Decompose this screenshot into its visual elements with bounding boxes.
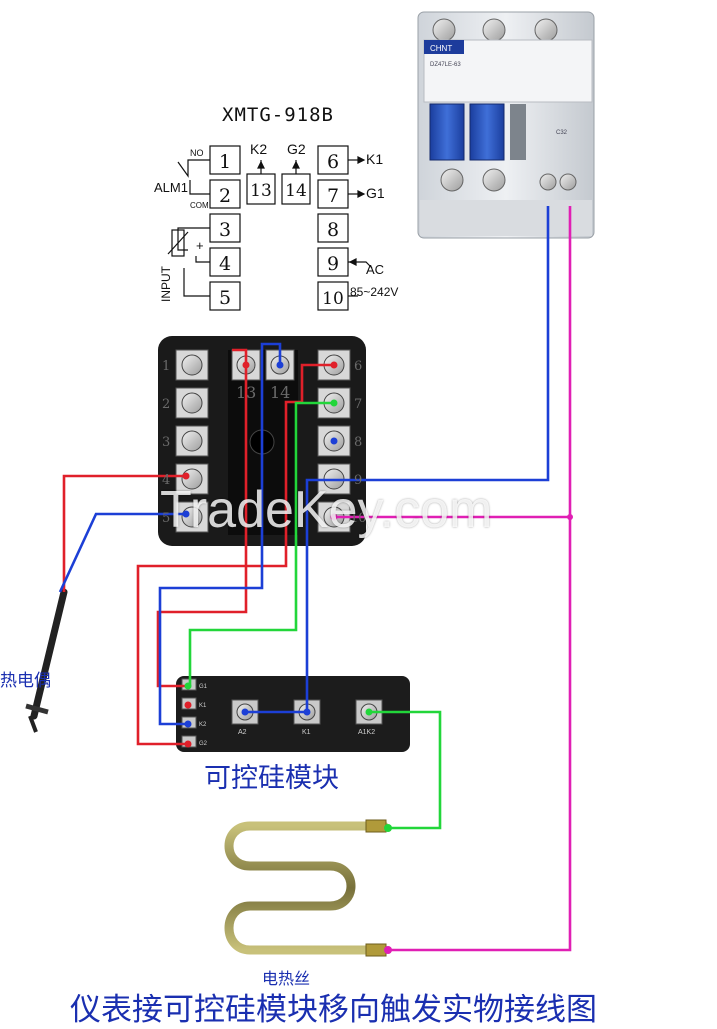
block-number: 14	[270, 383, 290, 402]
terminal-5: 5	[219, 287, 231, 309]
block-number: 1	[162, 359, 170, 374]
schematic-text: 1 2 3 4 5 13 14 6 7 8 9 10	[219, 151, 344, 309]
module-terminal-k1: K1	[302, 729, 311, 736]
ac-label: AC	[366, 262, 384, 277]
breaker-model: DZ47LE-63	[430, 62, 461, 68]
breaker-brand: CHNT	[430, 44, 452, 53]
controller-model-title: XMTG-918B	[222, 104, 334, 126]
input-label: INPUT	[159, 265, 173, 302]
k1-label: K1	[366, 151, 383, 167]
block-number: 4	[162, 473, 170, 488]
terminal-8: 8	[327, 219, 339, 241]
terminal-10: 10	[322, 289, 344, 309]
terminal-4: 4	[219, 253, 231, 275]
module-labels: A2 K1 A1K2 G1 K1 K2 G2	[199, 684, 375, 747]
block-number: 2	[162, 397, 170, 412]
g2-label: G2	[287, 141, 306, 157]
terminal-6: 6	[327, 151, 339, 173]
voltage-label: 85~242V	[350, 285, 398, 299]
heater-terminals	[365, 819, 387, 957]
schematic	[167, 145, 373, 311]
g1-label: G1	[366, 185, 385, 201]
breaker-rating: C32	[556, 130, 568, 136]
thermocouple-probe	[25, 588, 68, 733]
block-number: 8	[354, 435, 362, 450]
module-terminal-a1k2: A1K2	[358, 729, 375, 736]
terminal-1: 1	[219, 151, 231, 173]
diagram-bottom-title: 仪表接可控硅模块移向触发实物接线图	[70, 992, 597, 1028]
schematic-labels: NO COM ALM1 + INPUT K2 G2 K1 G1 AC 85~24…	[154, 141, 398, 302]
module-terminal-a2: A2	[238, 729, 247, 736]
block-number: 5	[162, 511, 170, 526]
com-label: COM	[190, 201, 209, 210]
block-number: 3	[162, 435, 170, 450]
terminal-3: 3	[219, 219, 231, 241]
module-small-terminal: K2	[199, 722, 207, 728]
block-number: 9	[354, 473, 362, 488]
alm1-label: ALM1	[154, 180, 188, 195]
scr-module	[176, 676, 410, 752]
module-small-terminal: G2	[199, 741, 208, 747]
terminal-14: 14	[285, 181, 307, 201]
block-number: 13	[236, 383, 256, 402]
wire-terminals	[182, 361, 573, 954]
block-number: 10	[350, 511, 367, 526]
heater-coil	[224, 821, 389, 955]
plus-label: +	[196, 238, 204, 253]
scr-module-title: 可控硅模块	[204, 763, 339, 794]
terminal-2: 2	[219, 185, 231, 207]
block-numbers: 1 2 3 4 5 13 14 6 7 8 9 10	[162, 359, 367, 526]
watermark: TradeKey.com	[160, 481, 493, 539]
thermocouple-label: 热电偶	[0, 671, 51, 691]
controller-terminal-block	[158, 336, 366, 546]
heater-label: 电热丝	[262, 969, 311, 988]
circuit-breaker	[417, 11, 595, 239]
terminal-7: 7	[327, 185, 339, 207]
block-number: 7	[354, 397, 362, 412]
module-small-terminal: G1	[199, 684, 208, 690]
wires	[58, 206, 572, 952]
k2-label: K2	[250, 141, 267, 157]
no-label: NO	[190, 148, 204, 158]
terminal-9: 9	[327, 253, 339, 275]
terminal-13: 13	[250, 181, 272, 201]
block-number: 6	[354, 359, 362, 374]
module-small-terminal: K1	[199, 703, 207, 709]
